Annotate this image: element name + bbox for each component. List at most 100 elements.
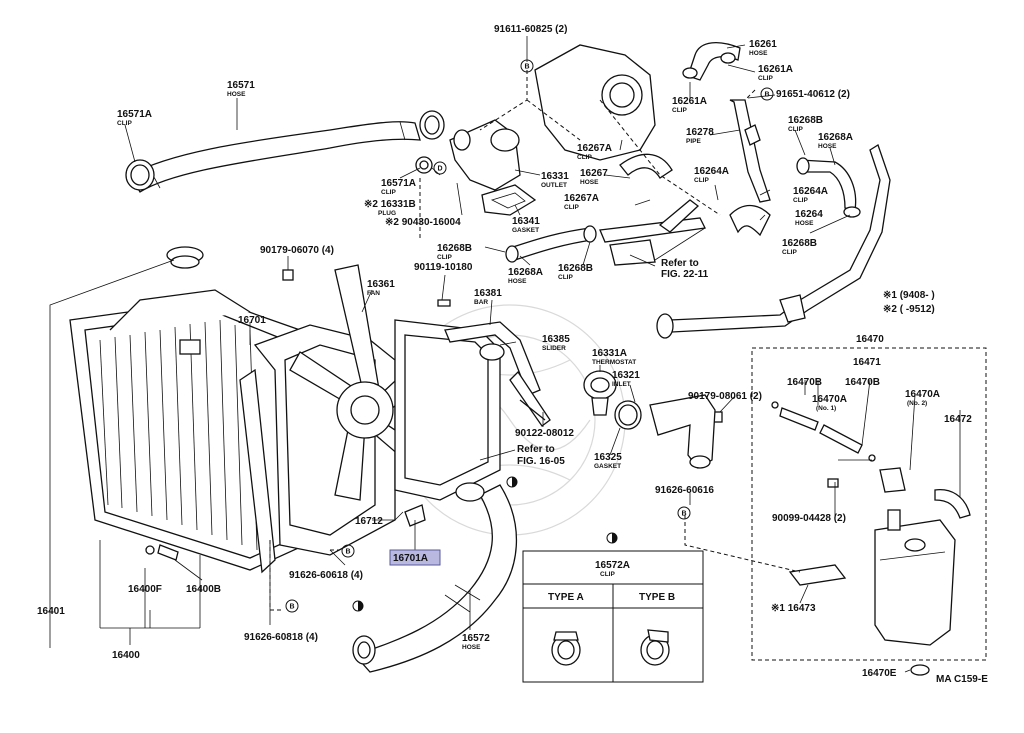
- label-16267a-1[interactable]: 16267A: [577, 143, 612, 154]
- label-91626a[interactable]: 91626-60616: [655, 485, 714, 496]
- engine-block-outline: [534, 44, 656, 161]
- ref-fig16-line2[interactable]: FIG. 16-05: [517, 456, 565, 467]
- label-16321[interactable]: 16321: [612, 370, 640, 381]
- label-16264a-1[interactable]: 16264A: [694, 166, 729, 177]
- symbol-b-4: B: [285, 599, 299, 613]
- sub-16381: BAR: [474, 299, 488, 306]
- sub-16321: INLET: [612, 381, 631, 388]
- label-16261a-2[interactable]: 16261A: [672, 96, 707, 107]
- label-91611[interactable]: 91611-60825 (2): [494, 24, 567, 35]
- water-outlet: [449, 119, 521, 191]
- reservoir-hoses: [771, 401, 971, 519]
- label-16331[interactable]: 16331: [541, 171, 569, 182]
- sub-16571a-2: CLIP: [381, 189, 396, 196]
- fan-shroud-ring: [394, 319, 501, 501]
- label-91626c[interactable]: 91626-60818 (4): [244, 632, 318, 643]
- water-bypass-pipe: [599, 199, 706, 266]
- sub-16264a-2: CLIP: [793, 197, 808, 204]
- highlighted-part-box[interactable]: [389, 549, 441, 566]
- thermostat-gasket: [614, 400, 642, 430]
- label-90430[interactable]: ※2 90430-16004: [385, 217, 461, 228]
- label-16470b-2[interactable]: 16470B: [845, 377, 880, 388]
- sub-16268a-2: HOSE: [508, 278, 527, 285]
- clip-table-part[interactable]: 16572A: [595, 560, 630, 571]
- sub-16361: FAN: [367, 290, 380, 297]
- label-16361[interactable]: 16361: [367, 279, 395, 290]
- sub-16571: HOSE: [227, 91, 246, 98]
- label-16268b-1[interactable]: 16268B: [788, 115, 823, 126]
- heater-pipe: [729, 99, 771, 203]
- label-16473[interactable]: ※1 16473: [771, 603, 816, 614]
- thermostat: [583, 370, 617, 416]
- label-16571a-2[interactable]: 16571A: [381, 178, 416, 189]
- label-16572[interactable]: 16572: [462, 633, 490, 644]
- symbol-b-3: B: [341, 544, 355, 558]
- label-16261a-1[interactable]: 16261A: [758, 64, 793, 75]
- sub-16331a: THERMOSTAT: [592, 359, 636, 366]
- label-16268b-2[interactable]: 16268B: [437, 243, 472, 254]
- label-16400f[interactable]: 16400F: [128, 584, 162, 595]
- dashed-leaders: [269, 70, 801, 611]
- label-90179b[interactable]: 90179-08061 (2): [688, 391, 762, 402]
- label-16331a[interactable]: 16331A: [592, 348, 627, 359]
- label-16712[interactable]: 16712: [355, 516, 383, 527]
- label-16470e[interactable]: 16470E: [862, 668, 897, 679]
- label-16278[interactable]: 16278: [686, 127, 714, 138]
- label-90099[interactable]: 90099-04428 (2): [772, 513, 846, 524]
- label-16264a-2[interactable]: 16264A: [793, 186, 828, 197]
- label-16268a-1[interactable]: 16268A: [818, 132, 853, 143]
- upper-radiator-hose: [129, 121, 421, 193]
- ref-fig16-line1: Refer to: [517, 444, 555, 455]
- note-2: ※2 ( -9512): [883, 304, 935, 315]
- ref-fig22-line1: Refer to: [661, 258, 699, 269]
- reservoir-title[interactable]: 16470: [856, 334, 884, 345]
- ref-fig22-line2[interactable]: FIG. 22-11: [661, 269, 709, 280]
- plug-and-bolt: [415, 156, 433, 174]
- label-91651[interactable]: 91651-40612 (2): [776, 89, 850, 100]
- clip-table-col-a: TYPE A: [548, 592, 584, 603]
- sub-16267a-2: CLIP: [564, 204, 579, 211]
- label-90119[interactable]: 90119-10180: [414, 262, 473, 273]
- label-16701[interactable]: 16701: [238, 315, 266, 326]
- label-16341[interactable]: 16341: [512, 216, 540, 227]
- clip-type-b-drawing: [640, 629, 670, 666]
- sub-16278: PIPE: [686, 138, 701, 145]
- symbol-d: D: [433, 161, 447, 175]
- label-16331b[interactable]: ※2 16331B: [364, 199, 416, 210]
- label-16268b-3[interactable]: 16268B: [558, 263, 593, 274]
- heater-hose-middle: [619, 153, 771, 237]
- label-16400[interactable]: 16400: [112, 650, 140, 661]
- label-16472[interactable]: 16472: [944, 414, 972, 425]
- label-16267[interactable]: 16267: [580, 168, 608, 179]
- note-1: ※1 (9408- ): [883, 290, 935, 301]
- label-91626b[interactable]: 91626-60618 (4): [289, 570, 363, 581]
- label-16385[interactable]: 16385: [542, 334, 570, 345]
- label-90179a[interactable]: 90179-06070 (4): [260, 245, 334, 256]
- highlighted-part-number[interactable]: 16701A: [393, 553, 428, 564]
- reservoir-sub[interactable]: 16471: [853, 357, 881, 368]
- label-16400b[interactable]: 16400B: [186, 584, 221, 595]
- long-heater-pipe: [656, 144, 891, 339]
- label-16470b-1[interactable]: 16470B: [787, 377, 822, 388]
- label-16325[interactable]: 16325: [594, 452, 622, 463]
- radiator-assembly: [69, 289, 306, 574]
- label-16401[interactable]: 16401: [37, 606, 65, 617]
- sub-16385: SLIDER: [542, 345, 566, 352]
- label-16470a-2[interactable]: 16470A: [905, 389, 940, 400]
- label-16381[interactable]: 16381: [474, 288, 502, 299]
- label-16571[interactable]: 16571: [227, 80, 255, 91]
- sub-16331: OUTLET: [541, 182, 567, 189]
- label-16268b-4[interactable]: 16268B: [782, 238, 817, 249]
- label-16268a-2[interactable]: 16268A: [508, 267, 543, 278]
- heater-hose-top: [682, 42, 741, 81]
- sub-16268b-2: CLIP: [437, 254, 452, 261]
- part-labels: 91611-60825 (2) 16261 HOSE 16261A CLIP 1…: [37, 24, 988, 685]
- label-16571a-1[interactable]: 16571A: [117, 109, 152, 120]
- label-16470a-1[interactable]: 16470A: [812, 394, 847, 405]
- label-90122[interactable]: 90122-08012: [515, 428, 574, 439]
- label-16267a-2[interactable]: 16267A: [564, 193, 599, 204]
- svg-text:B: B: [290, 604, 295, 611]
- label-16264[interactable]: 16264: [795, 209, 823, 220]
- label-16261[interactable]: 16261: [749, 39, 777, 50]
